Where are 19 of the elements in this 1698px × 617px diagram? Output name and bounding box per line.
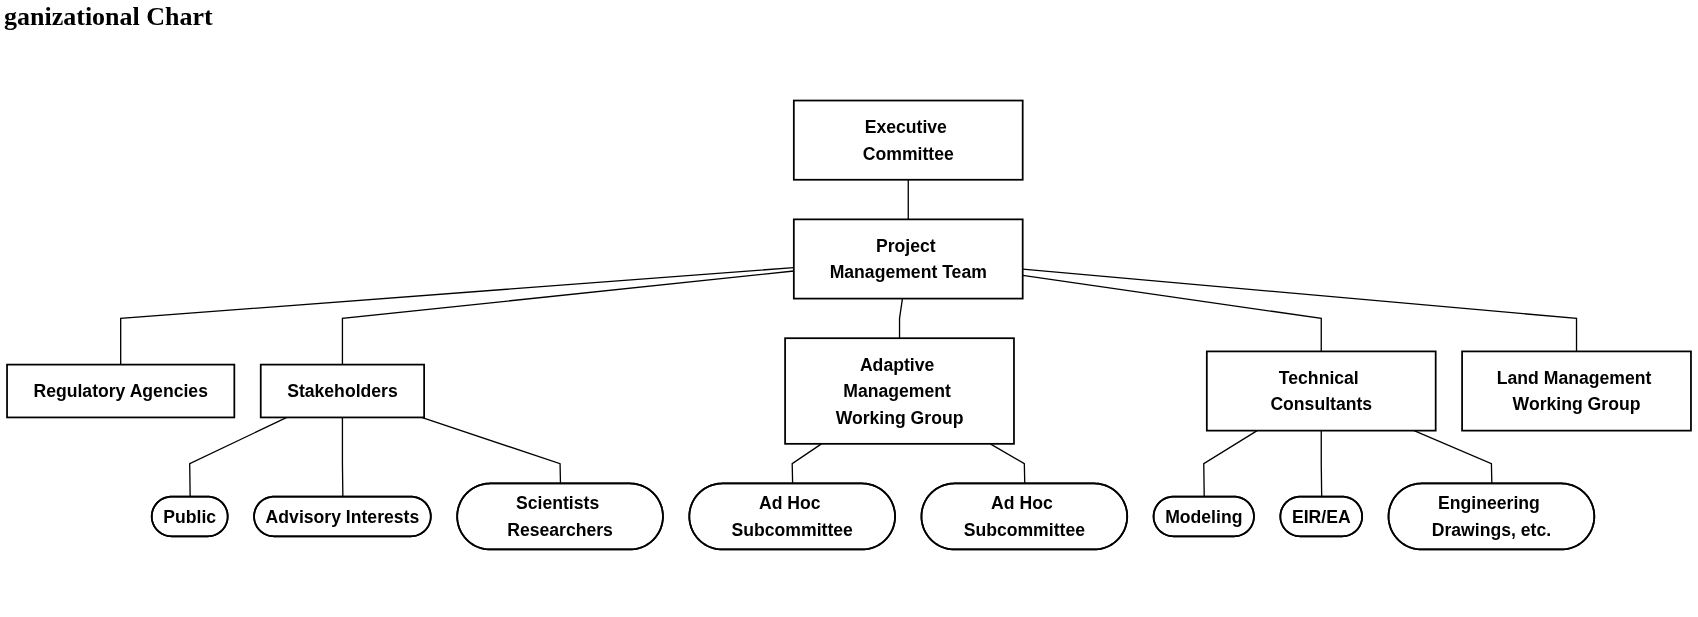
connector <box>189 416 288 498</box>
connector <box>989 443 1026 485</box>
node-box: Adaptive Management Working Group <box>784 337 1015 445</box>
connector <box>791 443 823 485</box>
node-box: Land Management Working Group <box>1461 350 1692 432</box>
connector <box>898 297 904 339</box>
connector <box>1320 429 1323 498</box>
node-box: Technical Consultants <box>1205 350 1437 432</box>
connector <box>1203 429 1258 498</box>
connector <box>341 416 344 498</box>
connector <box>420 416 562 485</box>
chart-title: ganizational Chart <box>4 2 213 32</box>
node-box: Executive Committee <box>792 99 1024 181</box>
node-box: Project Management Team <box>792 218 1024 300</box>
node-box: Regulatory Agencies <box>6 363 236 419</box>
connector <box>1022 274 1322 353</box>
connector <box>907 179 909 221</box>
node-box: Stakeholders <box>259 363 425 419</box>
connector <box>1022 268 1578 353</box>
